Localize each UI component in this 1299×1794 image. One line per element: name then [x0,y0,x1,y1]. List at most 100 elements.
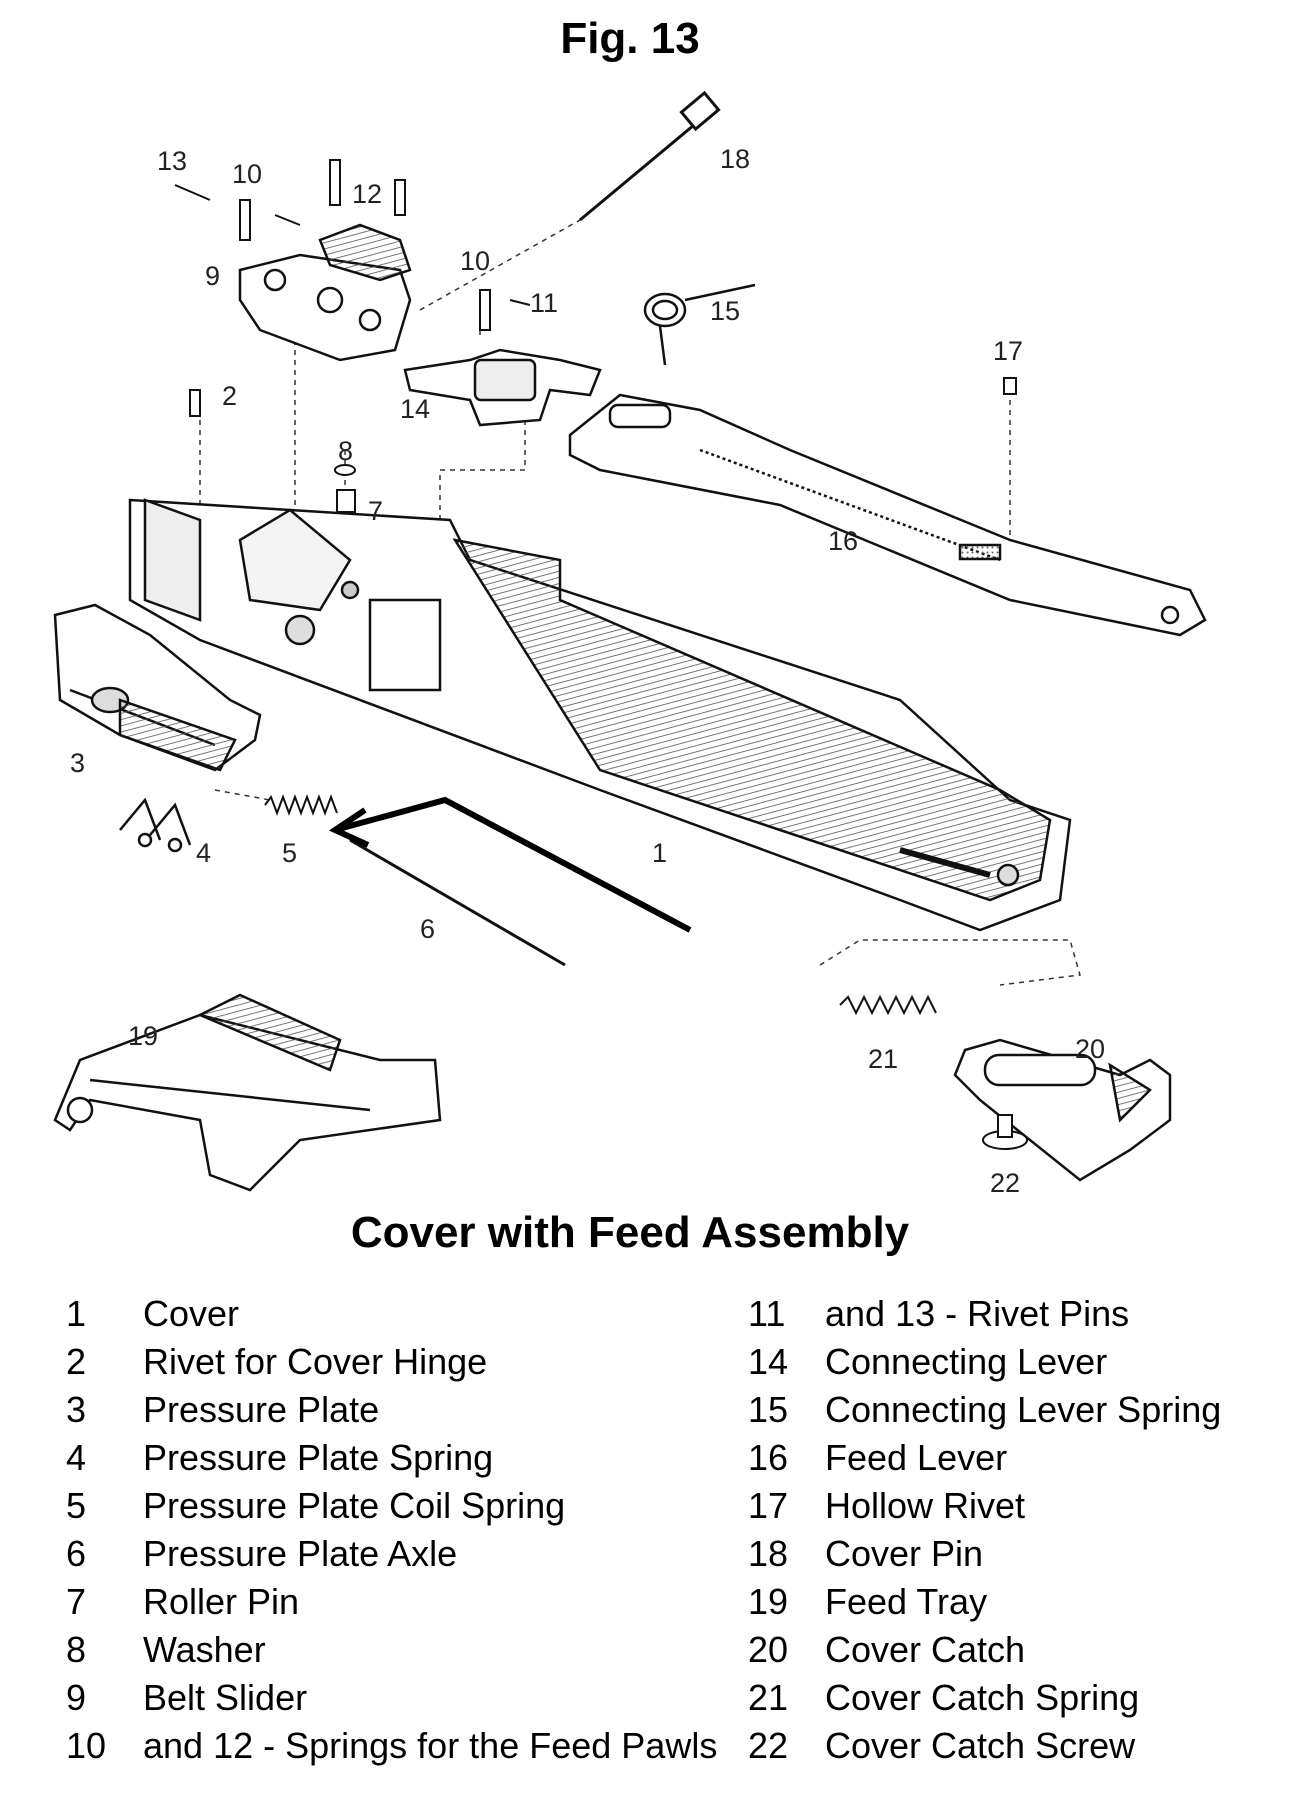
small-springs [174,159,531,513]
coil-spring-part [264,794,338,816]
callout-2: 2 [222,381,237,411]
legend-number: 5 [66,1485,87,1526]
legend-number: 18 [748,1533,789,1574]
legend-number: 16 [748,1437,789,1478]
legend-text: Hollow Rivet [825,1485,1026,1526]
legend-text: Cover Catch Screw [825,1725,1136,1766]
legend-text: Pressure Plate [143,1389,380,1430]
callout-15: 15 [710,296,740,326]
callout-6: 6 [420,914,435,944]
legend-number: 21 [748,1677,789,1718]
legend-number: 7 [66,1581,87,1622]
callout-7: 7 [368,496,383,526]
legend-row: 14 Connecting Lever [748,1338,1221,1386]
legend-text: Feed Tray [825,1581,988,1622]
axle-part [349,838,566,967]
legend-row: 7 Roller Pin [66,1578,717,1626]
legend-text: Connecting Lever Spring [825,1389,1222,1430]
legend-number: 8 [66,1629,87,1670]
legend-row: 9 Belt Slider [66,1674,717,1722]
legend-number: 22 [748,1725,789,1766]
legend-number: 2 [66,1341,87,1382]
callout-4: 4 [196,838,211,868]
callout-8: 8 [338,436,353,466]
callout-14: 14 [400,394,430,424]
legend-row: 19 Feed Tray [748,1578,1221,1626]
legend-text: Pressure Plate Coil Spring [143,1485,566,1526]
pressure-plate-part [53,603,262,772]
hollow-rivet-part [1003,377,1017,395]
legend-row: 1 Cover [66,1290,717,1338]
legend-text: Pressure Plate Spring [143,1437,494,1478]
callout-16: 16 [828,526,858,556]
callout-10b: 10 [460,246,490,276]
legend-text: Pressure Plate Axle [143,1533,458,1574]
legend-number: 14 [748,1341,789,1382]
pressure-plate-spring-part [119,797,192,853]
lever-spring-part [643,283,756,366]
legend-row: 10 and 12 - Springs for the Feed Pawls [66,1722,717,1770]
legend-number: 15 [748,1389,789,1430]
figure-caption: Cover with Feed Assembly [350,1208,910,1257]
callout-13: 13 [157,146,187,176]
legend-number: 1 [66,1293,87,1334]
callout-18: 18 [720,144,750,174]
catch-spring-part [839,994,937,1016]
callout-20: 20 [1075,1034,1105,1064]
catch-screw-part [982,1114,1028,1150]
legend-number: 9 [66,1677,87,1718]
legend-row: 3 Pressure Plate [66,1386,717,1434]
legend-text: and 13 - Rivet Pins [825,1293,1130,1334]
legend-text: Cover Catch Spring [825,1677,1140,1718]
callout-9: 9 [205,261,220,291]
legend-number: 19 [748,1581,789,1622]
exploded-diagram: 1 2 3 4 5 6 7 8 9 10 10 11 12 13 14 15 1… [53,90,1207,1198]
legend-number: 3 [66,1389,87,1430]
callout-21: 21 [868,1044,898,1074]
feed-tray-part [53,993,442,1192]
legend-number: 17 [748,1485,789,1526]
legend-row: 21 Cover Catch Spring [748,1674,1221,1722]
callout-1: 1 [652,838,667,868]
legend-row: 15 Connecting Lever Spring [748,1386,1221,1434]
callout-22: 22 [990,1168,1020,1198]
callout-3: 3 [70,748,85,778]
cover-pin-part [579,90,721,222]
legend-row: 16 Feed Lever [748,1434,1221,1482]
legend-row: 5 Pressure Plate Coil Spring [66,1482,717,1530]
callout-12: 12 [352,179,382,209]
legend-text: Feed Lever [825,1437,1008,1478]
legend-row: 6 Pressure Plate Axle [66,1530,717,1578]
legend-row: 4 Pressure Plate Spring [66,1434,717,1482]
legend-number: 6 [66,1533,87,1574]
figure-title: Fig. 13 [560,14,700,63]
legend-text: and 12 - Springs for the Feed Pawls [143,1725,718,1766]
legend-row: 17 Hollow Rivet [748,1482,1221,1530]
callout-5: 5 [282,838,297,868]
legend-text: Belt Slider [143,1677,308,1718]
legend-number: 10 [66,1725,107,1766]
legend-number: 4 [66,1437,87,1478]
callout-19: 19 [128,1021,158,1051]
legend-text: Cover Pin [825,1533,984,1574]
legend-row: 18 Cover Pin [748,1530,1221,1578]
legend-text: Connecting Lever [825,1341,1108,1382]
legend-text: Rivet for Cover Hinge [143,1341,488,1382]
cover-catch-part [953,1038,1172,1182]
feed-lever-part [568,393,1207,637]
callout-10a: 10 [232,159,262,189]
legend-text: Roller Pin [143,1581,300,1622]
legend-text: Cover [143,1293,240,1334]
callout-17: 17 [993,336,1023,366]
belt-slider-part [238,223,412,362]
connecting-lever-part [403,348,602,427]
legend-row: 22 Cover Catch Screw [748,1722,1221,1770]
callout-11: 11 [530,288,558,318]
legend-row: 2 Rivet for Cover Hinge [66,1338,717,1386]
legend-number: 20 [748,1629,789,1670]
